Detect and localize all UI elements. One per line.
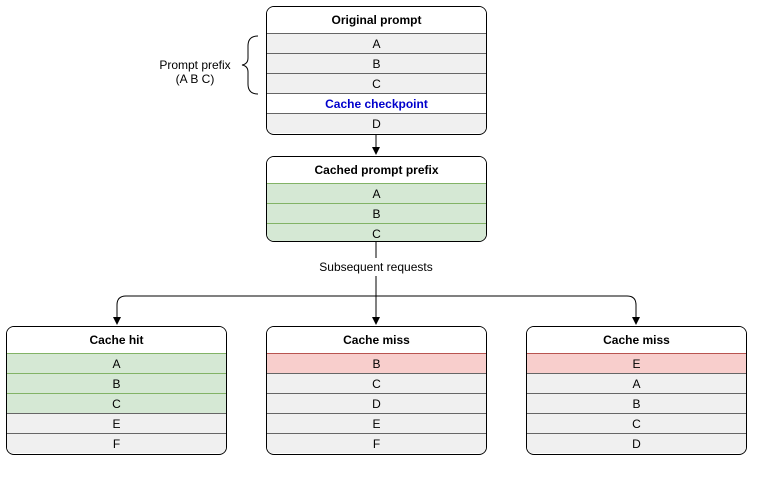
miss2-row-3: B [527,393,746,413]
original-row-a: A [267,33,486,53]
miss1-row-4: E [267,413,486,433]
cached-row-c: C [267,223,486,241]
hit-row-4: E [7,413,226,433]
prefix-brace-icon [241,35,259,95]
cache-miss-box-2: Cache miss E A B C D [526,326,747,455]
cached-row-b: B [267,203,486,223]
miss1-row-3: D [267,393,486,413]
miss1-row-5: F [267,433,486,453]
cached-row-a: A [267,183,486,203]
miss2-row-2: A [527,373,746,393]
cache-miss-box-1: Cache miss B C D E F [266,326,487,455]
arrow-to-cache-hit [113,295,376,325]
original-prompt-box: Original prompt A B C Cache checkpoint D [266,6,487,135]
cached-prefix-title: Cached prompt prefix [267,157,486,183]
miss2-row-5: D [527,433,746,453]
original-row-c: C [267,73,486,93]
cache-miss-2-title: Cache miss [527,327,746,353]
cache-miss-1-title: Cache miss [267,327,486,353]
miss2-row-4: C [527,413,746,433]
miss1-row-2: C [267,373,486,393]
cached-prefix-box: Cached prompt prefix A B C [266,156,487,242]
hit-row-3: C [7,393,226,413]
hit-row-1: A [7,353,226,373]
hit-row-2: B [7,373,226,393]
cache-hit-title: Cache hit [7,327,226,353]
cache-hit-box: Cache hit A B C E F [6,326,227,455]
hit-row-5: F [7,433,226,453]
prompt-prefix-label: Prompt prefix (A B C) [150,58,240,86]
subsequent-requests-label: Subsequent requests [296,260,456,274]
miss1-row-1: B [267,353,486,373]
cache-checkpoint-row: Cache checkpoint [267,93,486,113]
original-row-b: B [267,53,486,73]
prompt-prefix-line1: Prompt prefix [159,58,231,72]
original-prompt-title: Original prompt [267,7,486,33]
original-row-d: D [267,113,486,133]
miss2-row-1: E [527,353,746,373]
arrow-to-cache-miss-2 [376,295,640,325]
prompt-prefix-line2: (A B C) [175,72,215,86]
